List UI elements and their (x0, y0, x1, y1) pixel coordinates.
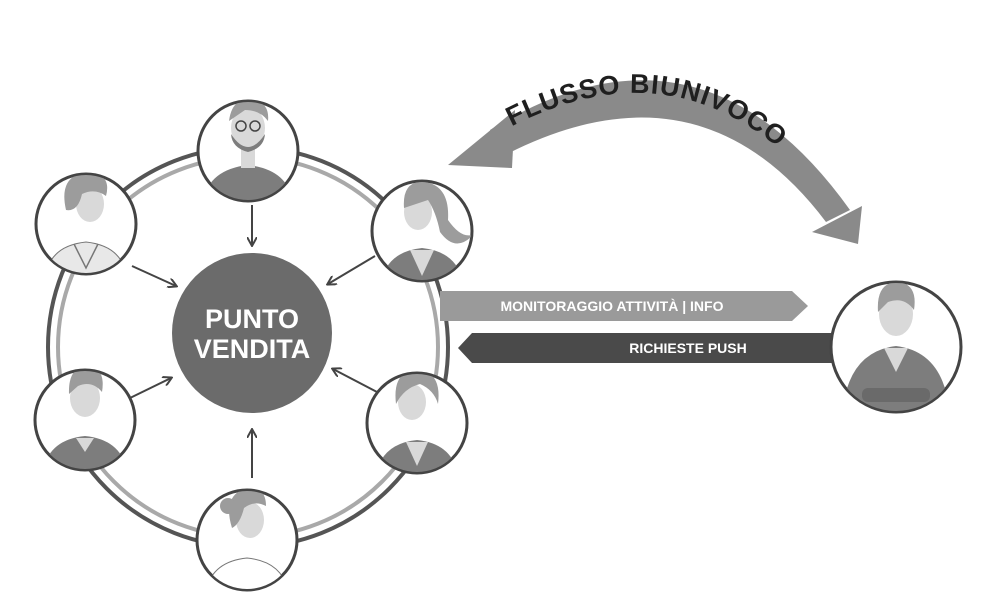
center-label-line1: PUNTO (205, 304, 299, 334)
center-label-line2: VENDITA (194, 334, 311, 364)
avatar-top-man-beard (198, 100, 298, 205)
info-bar: MONITORAGGIO ATTIVITÀ | INFO (440, 291, 808, 321)
avatar-bottom-right-woman (367, 370, 467, 482)
arrow-from-top-right (328, 256, 375, 284)
avatar-top-right-woman (372, 181, 474, 290)
avatar-bottom-left-man (35, 366, 135, 478)
avatar-manager (831, 282, 961, 418)
arrow-from-bottom-left (130, 378, 171, 398)
center-node: PUNTO VENDITA (172, 253, 332, 413)
avatar-bottom-woman (197, 488, 297, 598)
push-bar: RICHIESTE PUSH (458, 333, 858, 363)
push-bar-label: RICHIESTE PUSH (629, 340, 746, 356)
arrow-from-bottom-right (333, 369, 377, 392)
info-bar-label: MONITORAGGIO ATTIVITÀ | INFO (501, 298, 724, 314)
arrow-from-top-left (132, 266, 176, 286)
curved-arrow: FLUSSO BIUNIVOCO (448, 69, 862, 244)
avatar-top-left-woman (36, 172, 136, 280)
